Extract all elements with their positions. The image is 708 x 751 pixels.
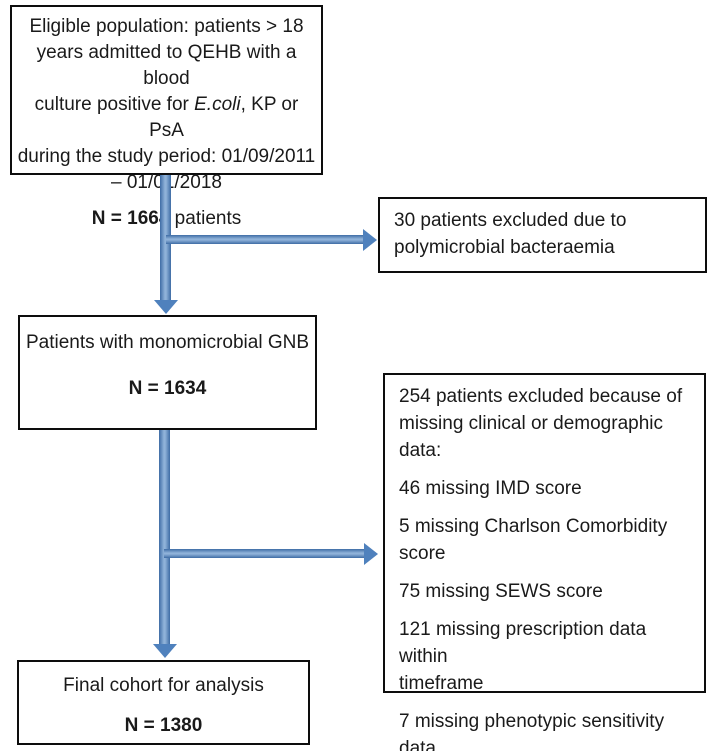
arrow-down-1-head [154,300,178,314]
eligible-n-value: N = 1664 [91,208,170,229]
monomicrobial-n-line: N = 1634 [20,376,315,402]
excluded-missing-item: 7 missing phenotypic sensitivity data on… [399,711,665,751]
eligible-n-suffix: patients [169,208,242,229]
box-monomicrobial-gnb: Patients with monomicrobial GNB N = 1634 [18,315,317,430]
box-final-cohort: Final cohort for analysis N = 1380 [17,660,310,745]
organism-name-italic: E.coli [194,94,241,115]
final-cohort-n-value: N = 1380 [124,715,203,736]
arrow-branch-2-shaft [164,549,364,558]
eligible-population-text: Eligible population: patients > 18 years… [16,14,317,196]
eligible-n-line: N = 1664 patients [16,206,317,232]
excluded-missing-item: 75 missing SEWS score [399,581,603,602]
excluded-missing-header: 254 patients excluded because of missing… [399,386,683,461]
excluded-missing-item: 121 missing prescription data within tim… [399,619,647,694]
box-excluded-polymicrobial: 30 patients excluded due to polymicrobia… [378,197,707,273]
arrow-down-2-shaft [159,430,170,645]
excluded-missing-item: 5 missing Charlson Comorbidity score [399,516,668,564]
arrow-branch-1-shaft [166,235,363,244]
box-eligible-population: Eligible population: patients > 18 years… [10,5,323,229]
eligible-text-segment: , KP or PsA during the study period: 01/… [17,94,316,193]
arrow-branch-1-head [363,229,377,251]
monomicrobial-title: Patients with monomicrobial GNB [26,332,309,353]
final-cohort-n-line: N = 1380 [19,713,308,739]
box-excluded-missing-data: 254 patients excluded because of missing… [383,373,706,751]
arrow-down-2-head [153,644,177,658]
excluded-missing-item: 46 missing IMD score [399,478,582,499]
arrow-down-1-shaft [160,175,171,302]
eligible-text-segment: Eligible population: patients > 18 years… [29,16,304,115]
final-cohort-title: Final cohort for analysis [63,675,264,696]
monomicrobial-n-value: N = 1634 [128,378,207,399]
excluded-polymicrobial-text: 30 patients excluded due to polymicrobia… [394,210,627,258]
arrow-branch-2-head [364,543,378,565]
